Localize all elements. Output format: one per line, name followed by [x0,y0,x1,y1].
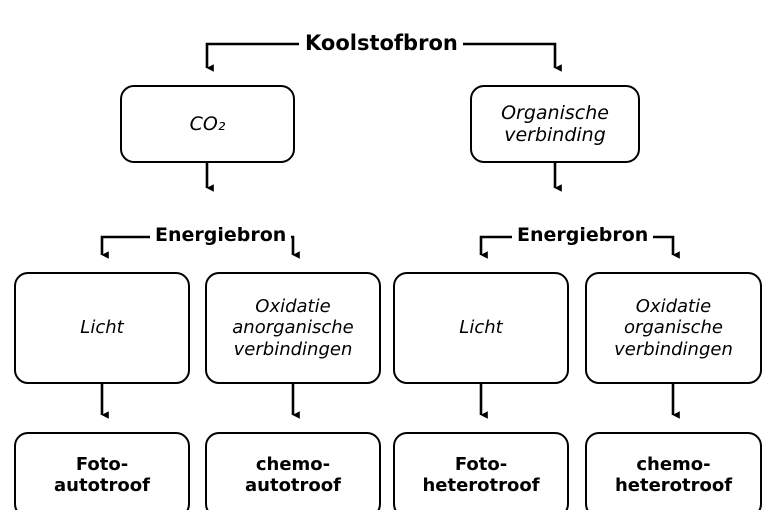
node-licht-heterotroof[interactable]: Licht [393,272,569,384]
node-licht-autotroof[interactable]: Licht [14,272,190,384]
node-foto-autotroof[interactable]: Foto- autotroof [14,432,190,510]
node-chemo-autotroof-label: chemo- autotroof [245,453,341,496]
node-licht-autotroof-label: Licht [80,317,124,339]
node-oxidatie-anorganische-verbindingen[interactable]: Oxidatie anorganische verbindingen [205,272,381,384]
node-chemo-autotroof[interactable]: chemo- autotroof [205,432,381,510]
node-licht-heterotroof-label: Licht [459,317,503,339]
caption-energiebron-right: Energiebron [512,224,654,246]
node-foto-heterotroof-label: Foto- heterotroof [422,453,540,496]
node-oxidatie-anorganische-verbindingen-label: Oxidatie anorganische verbindingen [232,296,354,360]
node-foto-heterotroof[interactable]: Foto- heterotroof [393,432,569,510]
node-oxidatie-organische-verbindingen[interactable]: Oxidatie organische verbindingen [585,272,762,384]
edge-koolstofbron-to-co2 [205,42,299,72]
node-organische-verbinding-label: Organische verbinding [501,101,609,146]
caption-energiebron-left: Energiebron [150,224,292,246]
node-organische-verbinding[interactable]: Organische verbinding [470,85,640,163]
caption-koolstofbron: Koolstofbron [300,31,463,55]
node-chemo-heterotroof-label: chemo- heterotroof [614,453,733,496]
edge-koolstofbron-to-organisch [457,42,562,72]
node-chemo-heterotroof[interactable]: chemo- heterotroof [585,432,762,510]
node-co2-label: CO₂ [189,112,226,135]
edge-energiebron-right-to-licht [479,235,513,259]
edge-energiebron-left-to-licht [100,235,151,259]
node-co2[interactable]: CO₂ [120,85,295,163]
node-oxidatie-organische-verbindingen-label: Oxidatie organische verbindingen [614,296,733,360]
node-foto-autotroof-label: Foto- autotroof [54,453,150,496]
